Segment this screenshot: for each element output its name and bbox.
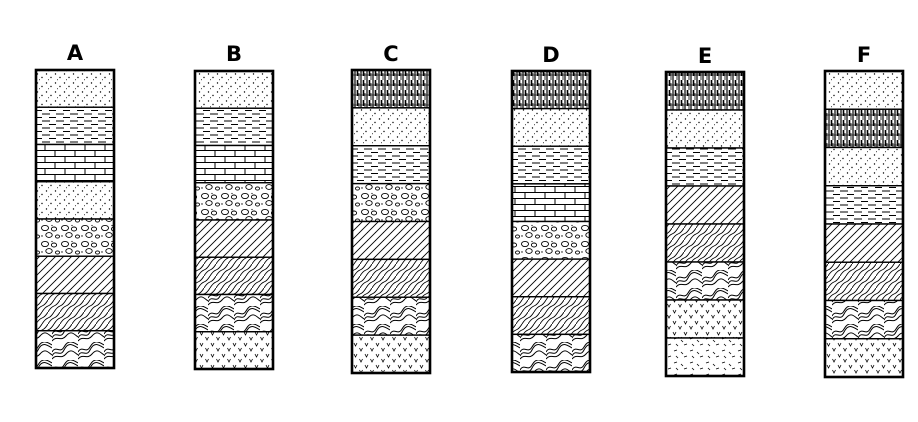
- column-border: [510, 69, 592, 374]
- layer-migmatite: [35, 330, 115, 369]
- layer-sandstone: [511, 107, 591, 147]
- layer-migmatite: [511, 333, 591, 373]
- column-label: A: [67, 41, 84, 65]
- layer-migmatite: [351, 296, 431, 336]
- layer-shale: [665, 147, 745, 187]
- layer-coal: [824, 108, 904, 149]
- column-label: D: [542, 43, 559, 67]
- layer-limestone: [194, 144, 274, 184]
- column-e: E: [664, 44, 746, 378]
- column-a: A: [34, 41, 116, 370]
- column-b: B: [193, 42, 275, 371]
- layer-shale: [824, 185, 904, 225]
- layer-igneous: [194, 331, 274, 370]
- layer-basalt: [665, 337, 745, 377]
- layer-schist: [824, 223, 904, 263]
- column-border: [34, 68, 116, 370]
- layer-shale: [511, 145, 591, 185]
- layer-gneiss: [824, 261, 904, 302]
- layer-limestone: [35, 143, 115, 183]
- layer-schist: [194, 219, 274, 258]
- layer-sandstone: [35, 69, 115, 108]
- layer-sandstone: [35, 181, 115, 220]
- column-f: F: [823, 43, 905, 379]
- layer-conglomerate: [194, 182, 274, 221]
- column-border: [350, 68, 432, 375]
- layer-shale: [194, 107, 274, 147]
- layer-sandstone: [824, 146, 904, 187]
- layer-igneous: [351, 334, 431, 374]
- column-border: [823, 69, 905, 379]
- layer-gneiss: [511, 296, 591, 336]
- layer-conglomerate: [35, 218, 115, 257]
- layer-gneiss: [194, 256, 274, 296]
- layer-igneous: [824, 338, 904, 378]
- layer-schist: [511, 258, 591, 298]
- layer-sandstone: [351, 107, 431, 147]
- layer-coal: [511, 70, 591, 110]
- layer-sandstone: [194, 70, 274, 109]
- layer-igneous: [665, 299, 745, 339]
- layer-gneiss: [35, 292, 115, 332]
- layer-shale: [351, 145, 431, 185]
- layer-migmatite: [665, 261, 745, 301]
- layer-schist: [35, 255, 115, 295]
- layer-sandstone: [824, 70, 904, 110]
- layer-shale: [35, 106, 115, 146]
- layer-schist: [665, 185, 745, 225]
- layer-coal: [351, 69, 431, 109]
- column-border: [664, 70, 746, 378]
- column-label: E: [698, 44, 712, 68]
- layer-gneiss: [665, 223, 745, 263]
- layer-limestone: [511, 183, 591, 223]
- layer-gneiss: [351, 258, 431, 298]
- layer-conglomerate: [351, 182, 431, 223]
- column-label: C: [383, 42, 398, 66]
- column-d: D: [510, 43, 592, 374]
- layer-sandstone: [665, 109, 745, 149]
- layer-coal: [665, 71, 745, 111]
- layer-migmatite: [824, 299, 904, 340]
- column-label: F: [857, 43, 871, 67]
- column-label: B: [226, 42, 242, 66]
- layer-conglomerate: [511, 220, 591, 260]
- layer-migmatite: [194, 293, 274, 333]
- layer-schist: [351, 220, 431, 261]
- column-border: [193, 69, 275, 371]
- column-c: C: [350, 42, 432, 375]
